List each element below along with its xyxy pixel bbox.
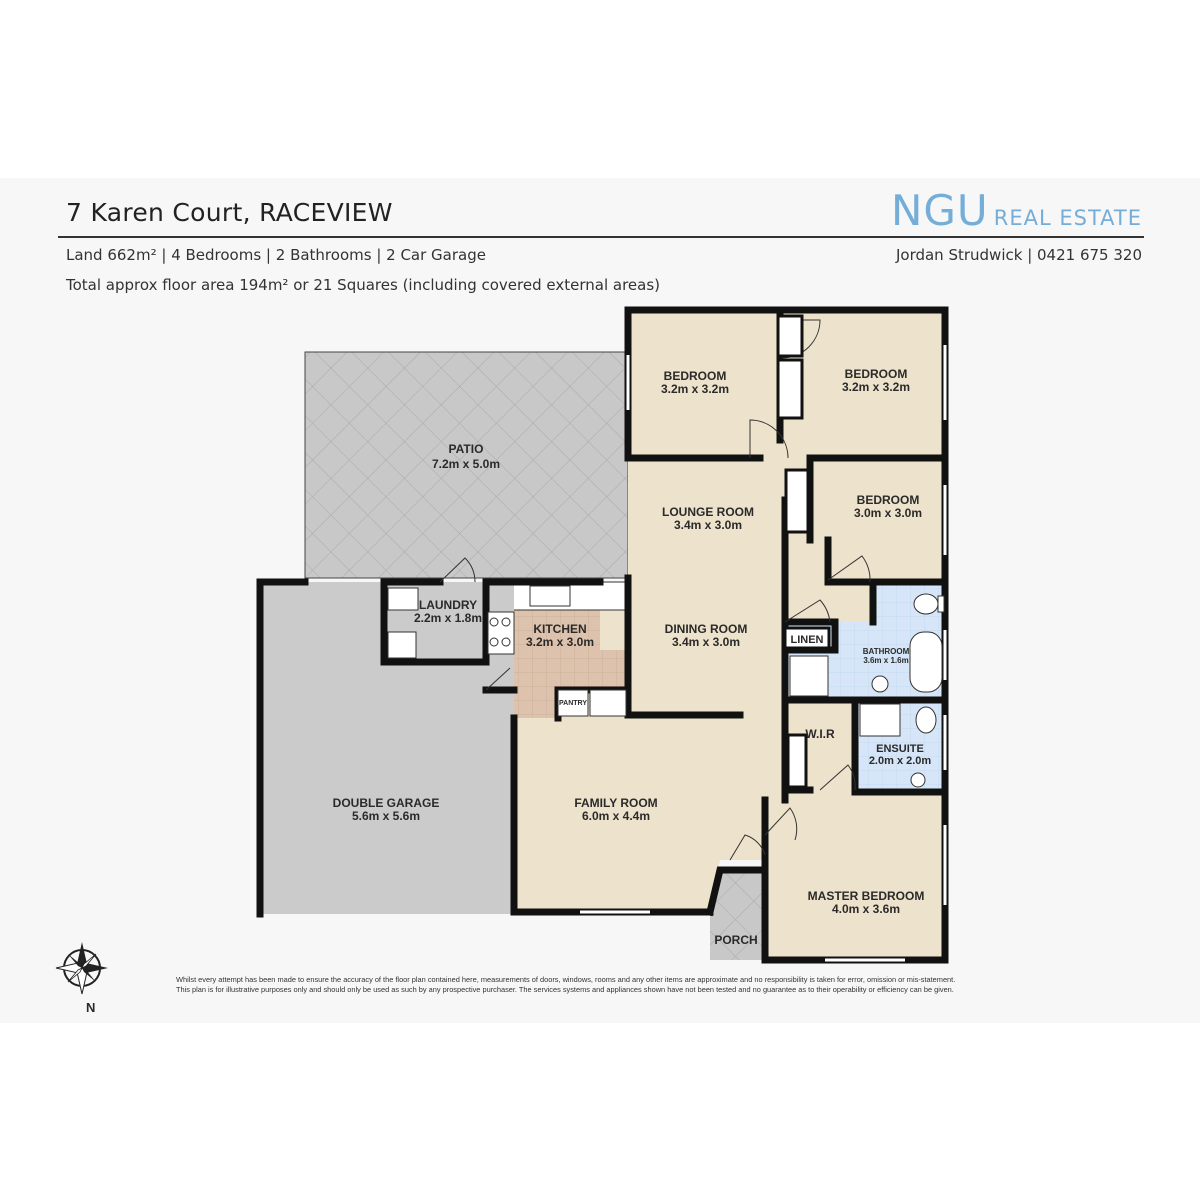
door-swing (485, 667, 511, 691)
room-dims: 3.2m x 3.0m (526, 635, 594, 649)
room-dims: 2.2m x 1.8m (414, 611, 482, 625)
toilet (913, 593, 939, 615)
shower (789, 655, 829, 697)
door-swing (439, 557, 476, 583)
laundry-tub (387, 587, 419, 611)
kitchen-floor (486, 610, 628, 718)
agent-contact: Jordan Strudwick | 0421 675 320 (895, 246, 1142, 264)
porch-floor (710, 870, 765, 960)
floor-area-note: Total approx floor area 194m² or 21 Squa… (66, 276, 660, 294)
house-floor (486, 310, 945, 960)
ensuite-shower (859, 703, 901, 737)
door-swing (819, 764, 856, 791)
room-label: BATHROOM (863, 647, 910, 656)
room-label: DOUBLE GARAGE (333, 796, 440, 810)
door-swing (764, 807, 798, 841)
room-label: BEDROOM (857, 493, 920, 507)
compass-icon (55, 942, 108, 995)
room-label: W.I.R (805, 727, 835, 741)
disclaimer-line: Whilst every attempt has been made to en… (176, 975, 956, 984)
room-label: PORCH (714, 933, 757, 947)
property-summary: Land 662m² | 4 Bedrooms | 2 Bathrooms | … (66, 246, 486, 264)
washing-machine (387, 631, 417, 659)
room-label: FAMILY ROOM (574, 796, 657, 810)
room-label: LINEN (791, 634, 824, 646)
basin (871, 675, 889, 693)
porch-wall (705, 866, 769, 917)
property-address: 7 Karen Court, RACEVIEW (66, 198, 393, 227)
brand-logo: NGU REAL ESTATE (891, 186, 1142, 235)
room-dims: 7.2m x 5.0m (432, 457, 500, 471)
disclaimer-line: This plan is for illustrative purposes o… (176, 985, 954, 994)
room-label: LAUNDRY (419, 598, 477, 612)
room-label: PATIO (449, 442, 484, 456)
robe (776, 358, 804, 420)
door-swing (827, 555, 871, 583)
room-dims: 3.6m x 1.6m (863, 656, 908, 665)
door-swing (729, 834, 766, 861)
room-dims: 2.0m x 2.0m (869, 755, 932, 767)
compass-label: N (86, 1000, 95, 1015)
ensuite-basin (910, 772, 926, 788)
room-label: DINING ROOM (665, 622, 748, 636)
room-dims: 5.6m x 5.6m (352, 809, 420, 823)
fridge (589, 689, 627, 717)
robe (776, 314, 804, 358)
ensuite-toilet (915, 706, 937, 734)
room-dims: 3.4m x 3.0m (674, 518, 742, 532)
room-dims: 3.0m x 3.0m (854, 506, 922, 520)
linen-closet (783, 626, 831, 650)
pantry-box (557, 689, 589, 717)
room-dims: 3.4m x 3.0m (672, 635, 740, 649)
door-swing (784, 599, 831, 623)
room-label: MASTER BEDROOM (808, 889, 925, 903)
bathtub (909, 631, 943, 693)
room-label: KITCHEN (533, 622, 586, 636)
brand-name: NGU (890, 186, 989, 235)
room-label: PANTRY (559, 700, 587, 707)
disclaimer: Whilst every attempt has been made to en… (176, 975, 1056, 995)
room-label: BEDROOM (845, 367, 908, 381)
garage-wall (256, 578, 309, 918)
room-label: ENSUITE (876, 743, 924, 755)
room-dims: 3.2m x 3.2m (661, 382, 729, 396)
room-dims: 6.0m x 4.4m (582, 809, 650, 823)
room-label: BEDROOM (664, 369, 727, 383)
brand-suffix: REAL ESTATE (993, 206, 1142, 230)
kitchen-sink (529, 585, 571, 607)
header-divider (58, 236, 1144, 238)
room-label: LOUNGE ROOM (662, 505, 754, 519)
wir-robe (786, 733, 808, 789)
room-dims: 3.2m x 3.2m (842, 380, 910, 394)
robe (784, 468, 810, 534)
door-swing (749, 419, 789, 459)
room-dims: 4.0m x 3.6m (832, 902, 900, 916)
